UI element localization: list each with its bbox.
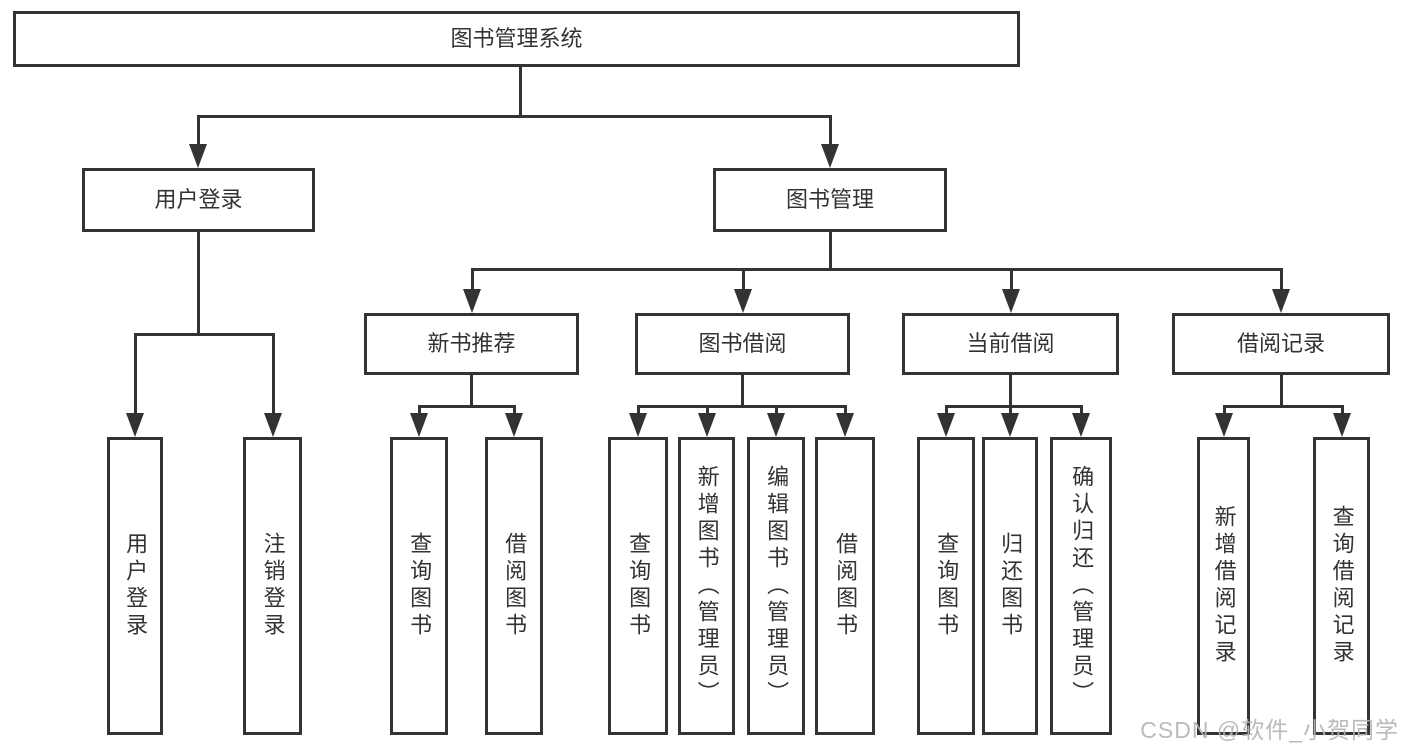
arrow-down-icon-book-mgmt [821, 144, 839, 168]
connector-drop-leaf-borrow-book-1 [512, 405, 516, 419]
node-label-leaf-query-book-1: 查询图书 [407, 532, 433, 640]
connector-drop-new-book-rec [470, 268, 474, 295]
node-leaf-add-book: 新增图书（管理员） [678, 437, 735, 735]
node-leaf-confirm-return: 确认归还（管理员） [1050, 437, 1112, 735]
arrow-down-icon-leaf-logout [264, 413, 282, 437]
connector-bus-book-borrow [636, 405, 847, 408]
node-label-leaf-borrow-book-1: 借阅图书 [502, 532, 528, 640]
node-leaf-query-record: 查询借阅记录 [1313, 437, 1370, 735]
connector-stem-book-mgmt [828, 230, 832, 271]
node-label-leaf-return-book: 归还图书 [998, 532, 1024, 640]
node-label-book-borrow: 图书借阅 [698, 330, 787, 356]
arrow-down-icon-leaf-borrow-book-1 [505, 413, 523, 437]
node-book-borrow: 图书借阅 [635, 313, 850, 375]
connector-drop-leaf-query-book-1 [417, 405, 421, 419]
node-leaf-query-book-3: 查询图书 [917, 437, 975, 735]
connector-stem-root [518, 65, 522, 118]
node-label-borrow-record: 借阅记录 [1236, 330, 1325, 356]
node-leaf-query-book-1: 查询图书 [390, 437, 448, 735]
connector-drop-leaf-user-login [133, 333, 137, 419]
connector-drop-current-borrow [1009, 268, 1013, 295]
node-borrow-record: 借阅记录 [1172, 313, 1390, 375]
connector-stem-new-book-rec [469, 373, 473, 408]
node-new-book-rec: 新书推荐 [364, 313, 579, 375]
node-label-user-login: 用户登录 [154, 186, 243, 212]
arrow-down-icon-leaf-add-record [1215, 413, 1233, 437]
connector-drop-borrow-record [1279, 268, 1283, 295]
connector-bus-new-book-rec [417, 405, 516, 408]
arrow-down-icon-current-borrow [1002, 289, 1020, 313]
connector-drop-leaf-confirm-return [1079, 405, 1083, 419]
node-label-leaf-query-record: 查询借阅记录 [1329, 505, 1355, 667]
node-user-login: 用户登录 [82, 168, 315, 232]
node-label-leaf-borrow-book-2: 借阅图书 [833, 532, 859, 640]
node-label-leaf-confirm-return: 确认归还（管理员） [1069, 464, 1095, 708]
node-leaf-logout: 注销登录 [243, 437, 302, 735]
node-label-leaf-add-record: 新增借阅记录 [1211, 505, 1237, 667]
connector-bus-book-mgmt [470, 268, 1283, 271]
arrow-down-icon-leaf-query-book-2 [629, 413, 647, 437]
connector-drop-book-borrow [741, 268, 745, 295]
connector-drop-leaf-edit-book [774, 405, 778, 419]
arrow-down-icon-leaf-user-login [126, 413, 144, 437]
node-leaf-return-book: 归还图书 [982, 437, 1038, 735]
node-leaf-borrow-book-2: 借阅图书 [815, 437, 875, 735]
node-label-leaf-logout: 注销登录 [260, 532, 286, 640]
connector-drop-leaf-query-book-2 [636, 405, 640, 419]
node-label-leaf-edit-book: 编辑图书（管理员） [764, 464, 790, 708]
node-label-new-book-rec: 新书推荐 [427, 330, 516, 356]
node-root: 图书管理系统 [13, 11, 1020, 67]
connector-drop-leaf-query-book-3 [944, 405, 948, 419]
node-label-leaf-user-login: 用户登录 [123, 532, 149, 640]
connector-bus-root [196, 115, 832, 118]
arrow-down-icon-leaf-borrow-book-2 [836, 413, 854, 437]
node-label-current-borrow: 当前借阅 [966, 330, 1055, 356]
connector-stem-borrow-record [1279, 373, 1283, 408]
connector-stem-user-login [196, 230, 200, 336]
node-book-mgmt: 图书管理 [713, 168, 947, 232]
node-label-leaf-add-book: 新增图书（管理员） [694, 464, 720, 708]
csdn-watermark: CSDN @软件_小贺同学 [1140, 717, 1399, 743]
arrow-down-icon-leaf-query-book-3 [937, 413, 955, 437]
node-leaf-edit-book: 编辑图书（管理员） [747, 437, 805, 735]
arrow-down-icon-book-borrow [734, 289, 752, 313]
arrow-down-icon-new-book-rec [463, 289, 481, 313]
connector-bus-borrow-record [1222, 405, 1344, 408]
connector-bus-user-login [133, 333, 275, 336]
node-current-borrow: 当前借阅 [902, 313, 1119, 375]
connector-stem-current-borrow [1008, 373, 1012, 408]
arrow-down-icon-leaf-query-record [1333, 413, 1351, 437]
arrow-down-icon-leaf-confirm-return [1072, 413, 1090, 437]
arrow-down-icon-leaf-return-book [1001, 413, 1019, 437]
node-label-leaf-query-book-2: 查询图书 [626, 532, 652, 640]
node-leaf-borrow-book-1: 借阅图书 [485, 437, 543, 735]
connector-drop-leaf-add-book [705, 405, 709, 419]
node-label-book-mgmt: 图书管理 [785, 186, 874, 212]
node-leaf-query-book-2: 查询图书 [608, 437, 668, 735]
connector-drop-book-mgmt [828, 115, 832, 150]
connector-drop-leaf-logout [271, 333, 275, 419]
arrow-down-icon-leaf-add-book [698, 413, 716, 437]
node-label-root: 图书管理系统 [450, 25, 583, 51]
connector-drop-leaf-query-record [1340, 405, 1344, 419]
connector-bus-current-borrow [944, 405, 1083, 408]
arrow-down-icon-leaf-edit-book [767, 413, 785, 437]
arrow-down-icon-leaf-query-book-1 [410, 413, 428, 437]
connector-drop-leaf-add-record [1222, 405, 1226, 419]
node-leaf-user-login: 用户登录 [107, 437, 163, 735]
connector-stem-book-borrow [740, 373, 744, 408]
connector-drop-user-login [196, 115, 200, 150]
connector-drop-leaf-return-book [1008, 405, 1012, 419]
node-label-leaf-query-book-3: 查询图书 [934, 532, 960, 640]
connector-drop-leaf-borrow-book-2 [843, 405, 847, 419]
arrow-down-icon-borrow-record [1272, 289, 1290, 313]
arrow-down-icon-user-login [189, 144, 207, 168]
node-leaf-add-record: 新增借阅记录 [1197, 437, 1250, 735]
